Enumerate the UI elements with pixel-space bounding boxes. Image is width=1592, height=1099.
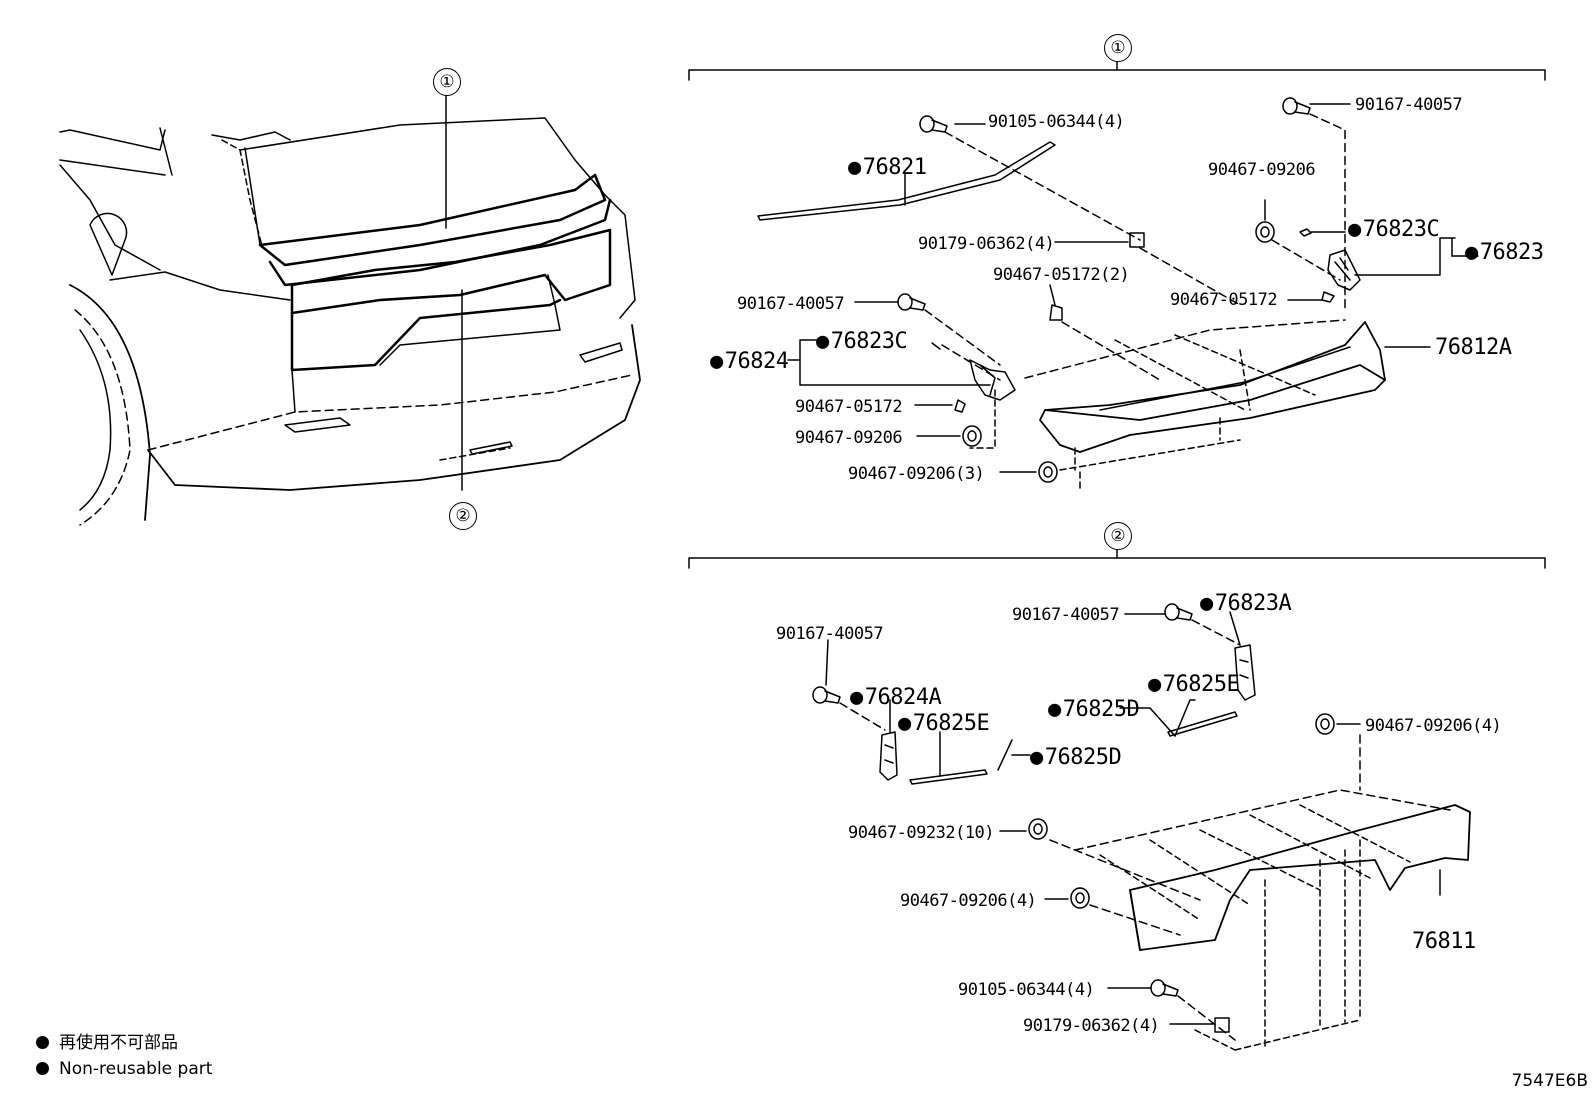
section1-parts [757,97,1479,489]
label-90467-05172-left: 90467-05172 [795,397,903,417]
label-90179-06362-4: 90179-06362(4) [918,234,1055,254]
label-76825E-left: 76825E [898,712,990,736]
nut-90467-09206-s2-mid [1070,887,1090,909]
label-76823C-left: 76823C [816,330,908,354]
label-90467-09206-right: 90467-09206 [1208,160,1316,180]
label-90467-09232-10: 90467-09232(10) [848,823,995,843]
section2-bracket [688,547,1546,569]
label-76825E-right: 76825E [1148,673,1240,697]
section1-bracket [688,59,1546,81]
screw-90105-s2 [1150,979,1179,997]
nut-90467-09206-s2-top [1315,713,1335,735]
nut-90467-09206-left [962,425,982,447]
screw-90167-s2-right [1164,603,1193,621]
screw-90167-left [897,293,926,311]
section1-callout: ① [1104,34,1132,62]
label-76823A: 76823A [1200,592,1292,616]
screw-90167-right [1282,97,1311,115]
nut-90467-09232 [1028,818,1048,840]
label-90167-40057-s2-right: 90167-40057 [1012,605,1120,625]
callout-2-vehicle: ② [449,502,477,530]
bullet-icon [36,1062,49,1075]
vehicle-rear-illustration [59,94,641,526]
label-90167-40057-left: 90167-40057 [737,294,845,314]
label-76824: 76824 [710,350,789,374]
label-76823C-right: 76823C [1348,218,1440,242]
label-76824A: 76824A [850,686,942,710]
callout-1-vehicle: ① [433,68,461,96]
label-90179-06362-4-s2: 90179-06362(4) [1023,1016,1160,1036]
label-90467-05172-right: 90467-05172 [1170,290,1278,310]
label-90467-05172-2: 90467-05172(2) [993,265,1130,285]
label-90467-09206-left: 90467-09206 [795,428,903,448]
bullet-icon [36,1036,49,1049]
label-76811: 76811 [1412,929,1476,954]
nut-90467-09206-right [1255,221,1275,243]
legend-japanese: 再使用不可部品 [36,1032,178,1054]
screw-90167-s2-left [812,686,841,704]
label-76821: 76821 [848,156,927,180]
label-76812A: 76812A [1435,335,1512,360]
label-90105-06344-4-s2: 90105-06344(4) [958,980,1095,1000]
illustration-code: 7547E6B [1511,1071,1588,1091]
section2-callout: ② [1104,522,1132,550]
label-90467-09206-4-top: 90467-09206(4) [1365,716,1502,736]
screw-90105-top [919,115,948,133]
label-90467-09206-3: 90467-09206(3) [848,464,985,484]
label-76825D-left: 76825D [1048,698,1140,722]
label-76823: 76823 [1465,241,1544,265]
nut-90467-09206-3 [1038,461,1058,483]
label-90167-40057-s2-left: 90167-40057 [776,624,884,644]
legend-english: Non-reusable part [36,1058,212,1080]
label-90105-06344-4: 90105-06344(4) [988,112,1125,132]
label-90167-40057-right: 90167-40057 [1355,95,1463,115]
label-90467-09206-4-mid: 90467-09206(4) [900,891,1037,911]
label-76825D-right: 76825D [1030,746,1122,770]
